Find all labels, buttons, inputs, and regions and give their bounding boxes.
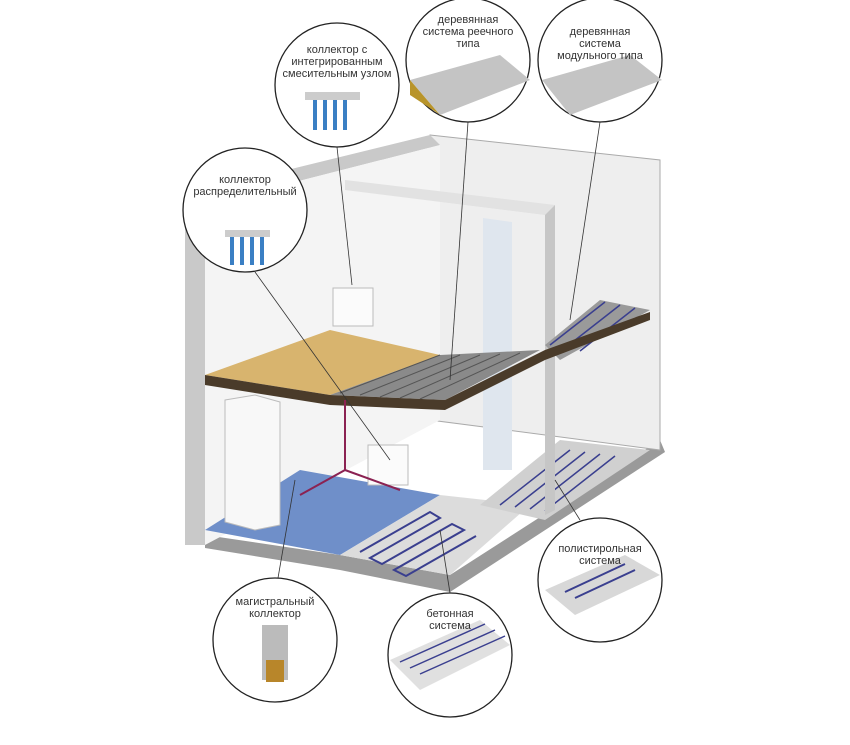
leader-lines	[254, 121, 601, 594]
label-wood-rack: деревянная система реечного типа	[422, 14, 514, 50]
boiler	[224, 394, 281, 531]
callout-collector-distribution	[182, 147, 308, 273]
partition-wall	[345, 180, 555, 510]
partition-face	[545, 205, 555, 515]
collector-integrated-image	[305, 92, 360, 130]
rack-sample-wood	[410, 80, 445, 118]
polystyrene-sample-pipes	[564, 563, 636, 599]
label-collector-distribution: коллектор распределительный	[193, 174, 297, 198]
concrete-sample-pipes	[399, 623, 506, 675]
concrete-pipes	[359, 510, 477, 578]
wood-floor-upper	[205, 330, 440, 395]
polystyrene-floor	[480, 440, 650, 520]
rack-lines	[339, 352, 521, 400]
label-collector-integrated: коллектор с интегрированным смесительным…	[282, 44, 392, 80]
base-slab	[205, 440, 665, 592]
modular-sample	[542, 55, 662, 115]
supply-pipe	[299, 400, 401, 496]
tile-floor	[205, 470, 440, 555]
rack-sample	[410, 55, 530, 115]
radiator-lower	[367, 444, 409, 486]
concrete-floor	[340, 495, 530, 575]
radiator-upper	[332, 287, 374, 327]
collector-distribution-image	[225, 230, 270, 265]
label-concrete: бетонная система	[426, 608, 474, 632]
label-polystyrene: полистирольная система	[558, 543, 642, 567]
callout-collector-integrated	[274, 22, 400, 148]
doorway	[483, 218, 512, 470]
label-wood-modular: деревянная система модульного типа	[557, 26, 643, 62]
label-main-collector: магистральный коллектор	[235, 596, 315, 620]
main-collector-image	[262, 625, 288, 682]
rack-floor-upper	[330, 350, 540, 400]
